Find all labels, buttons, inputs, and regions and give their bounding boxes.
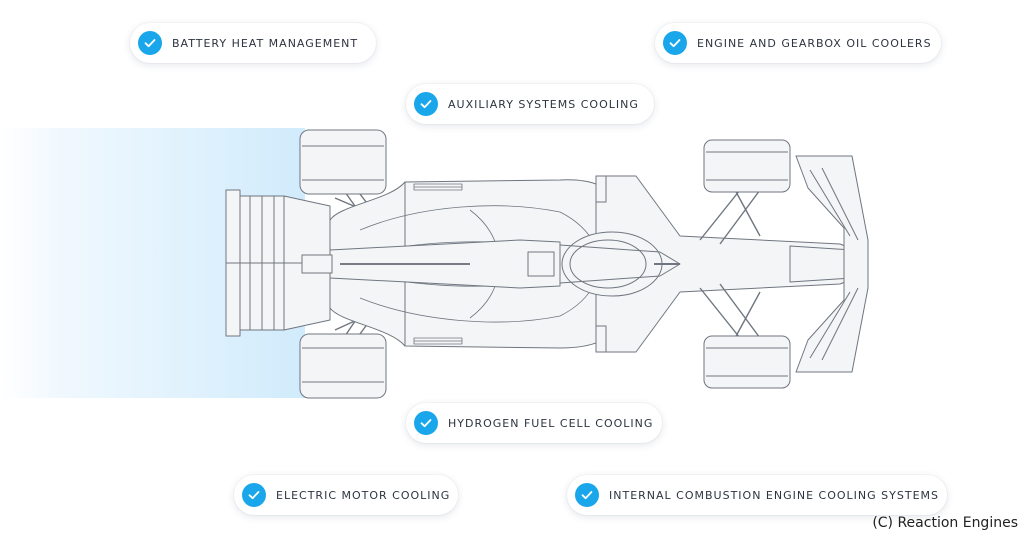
callout-label: INTERNAL COMBUSTION ENGINE COOLING SYSTE… <box>609 488 939 502</box>
callout-electric-motor-cooling: ELECTRIC MOTOR COOLING <box>234 475 458 515</box>
callout-label: HYDROGEN FUEL CELL COOLING <box>448 416 654 430</box>
front-wing <box>795 155 869 373</box>
image-credit: (C) Reaction Engines <box>872 515 1018 531</box>
check-circle-icon <box>242 483 266 507</box>
callout-battery-heat-management: BATTERY HEAT MANAGEMENT <box>130 23 376 63</box>
callout-label: AUXILIARY SYSTEMS COOLING <box>448 97 639 111</box>
check-circle-icon <box>663 31 687 55</box>
front-tyres <box>703 139 791 389</box>
callout-engine-gearbox-oil-coolers: ENGINE AND GEARBOX OIL COOLERS <box>655 23 941 63</box>
rear-wing <box>225 189 331 337</box>
callout-label: ELECTRIC MOTOR COOLING <box>276 488 451 502</box>
check-circle-icon <box>138 31 162 55</box>
check-circle-icon <box>414 92 438 116</box>
callout-label: BATTERY HEAT MANAGEMENT <box>172 36 359 50</box>
callout-hydrogen-fuel-cell-cooling: HYDROGEN FUEL CELL COOLING <box>406 403 662 443</box>
callout-label: ENGINE AND GEARBOX OIL COOLERS <box>697 36 932 50</box>
callout-internal-combustion-engine-cooling: INTERNAL COMBUSTION ENGINE COOLING SYSTE… <box>567 475 947 515</box>
check-circle-icon <box>414 411 438 435</box>
rear-tyres <box>299 129 387 399</box>
callout-auxiliary-systems-cooling: AUXILIARY SYSTEMS COOLING <box>406 84 654 124</box>
check-circle-icon <box>575 483 599 507</box>
